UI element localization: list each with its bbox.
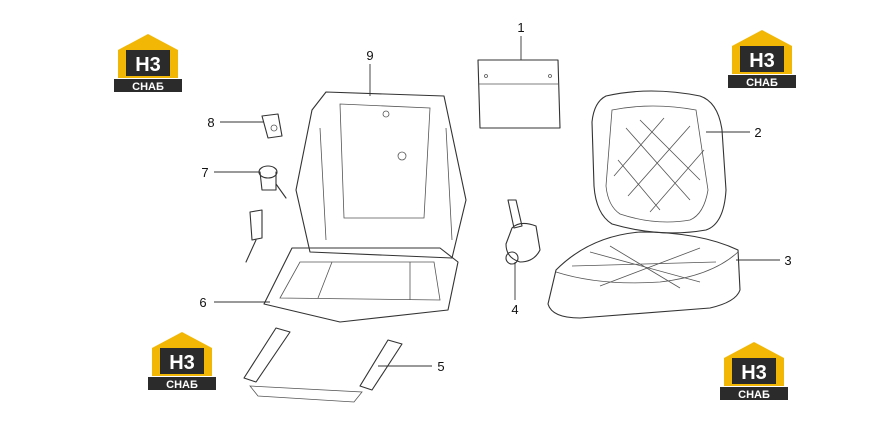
callout-7: 7 <box>201 165 208 180</box>
brand-logo-bottom-left: H3 СНАБ <box>146 330 218 392</box>
logo-text: СНАБ <box>746 77 778 89</box>
callout-6: 6 <box>199 295 206 310</box>
callout-9: 9 <box>366 48 373 63</box>
callout-2: 2 <box>754 125 761 140</box>
part-1-label-plate <box>477 59 561 129</box>
callout-4: 4 <box>511 302 518 317</box>
part-6-seat-pan <box>263 247 459 323</box>
logo-text: СНАБ <box>132 81 164 93</box>
brand-logo-bottom-right: H3 СНАБ <box>718 340 790 402</box>
part-8-clip <box>261 113 283 139</box>
brand-logo-top-right: H3 СНАБ <box>726 28 798 90</box>
seat-belt-buckle <box>245 209 263 263</box>
logo-text: СНАБ <box>166 379 198 391</box>
part-4-damper <box>505 199 541 265</box>
callout-3: 3 <box>784 253 791 268</box>
callout-1: 1 <box>517 20 524 35</box>
part-7-adjuster-knob <box>258 165 287 199</box>
logo-mark: H3 <box>135 54 161 76</box>
house-logo-icon: H3 СНАБ <box>148 332 216 391</box>
logo-mark: H3 <box>741 362 767 384</box>
house-logo-icon: H3 СНАБ <box>114 34 182 93</box>
callout-5: 5 <box>437 359 444 374</box>
part-9-seat-frame <box>295 91 467 259</box>
house-logo-icon: H3 СНАБ <box>720 342 788 401</box>
logo-text: СНАБ <box>738 389 770 401</box>
house-logo-icon: H3 СНАБ <box>728 30 796 89</box>
part-5-slide-rails <box>243 327 403 403</box>
brand-logo-top-left: H3 СНАБ <box>112 32 184 94</box>
callout-8: 8 <box>207 115 214 130</box>
part-2-backrest-cushion <box>591 90 727 234</box>
logo-mark: H3 <box>749 50 775 72</box>
logo-mark: H3 <box>169 352 195 374</box>
part-3-seat-cushion <box>547 231 741 319</box>
